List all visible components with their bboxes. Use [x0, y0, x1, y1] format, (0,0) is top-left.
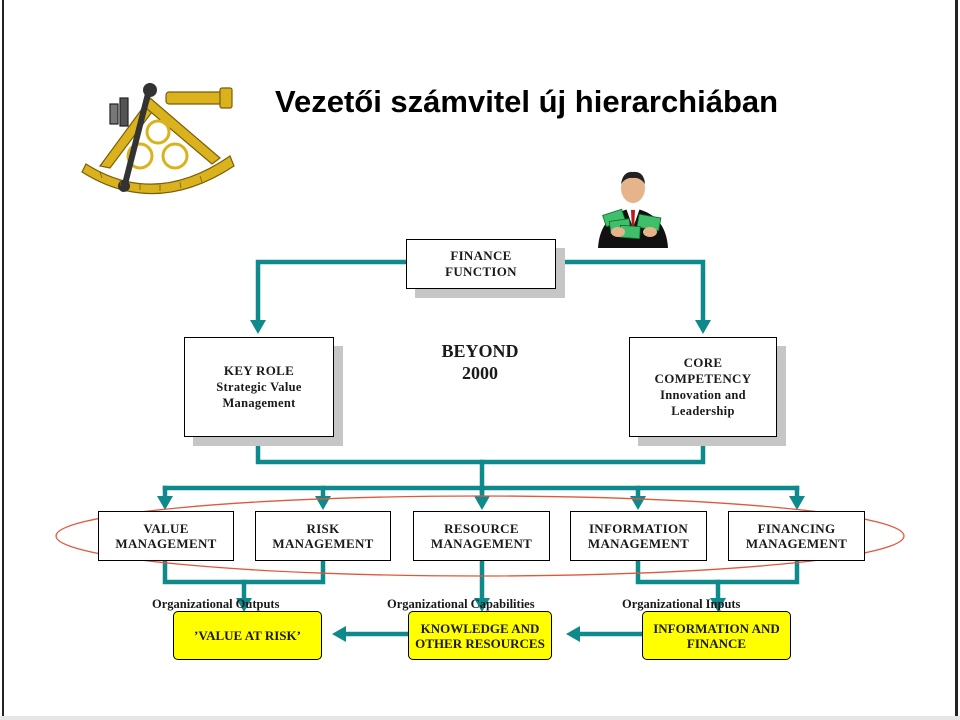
information-management-box: INFORMATION MANAGEMENT	[570, 511, 707, 561]
core-competency-title-2: COMPETENCY	[654, 371, 752, 386]
risk-management-line-1: RISK	[306, 521, 340, 536]
organizational-outputs-label: Organizational Outputs	[152, 597, 280, 611]
risk-management-line-2: MANAGEMENT	[272, 536, 374, 551]
key-role-title: KEY ROLE	[223, 363, 295, 378]
core-competency-line-1: Innovation and	[660, 388, 746, 402]
information-finance-line-1: INFORMATION AND	[653, 620, 780, 636]
finance-function-box: FINANCE FUNCTION	[406, 239, 556, 289]
core-competency-box: CORE COMPETENCY Innovation and Leadershi…	[629, 337, 777, 437]
information-finance-box: INFORMATION AND FINANCE	[642, 611, 791, 660]
value-at-risk-label: ’VALUE AT RISK’	[194, 628, 301, 643]
information-management-line-1: INFORMATION	[588, 521, 689, 536]
key-role-box: KEY ROLE Strategic Value Management	[184, 337, 334, 437]
sextant-icon	[81, 83, 235, 195]
value-at-risk-box: ’VALUE AT RISK’	[173, 611, 322, 660]
core-competency-line-2: Leadership	[671, 404, 735, 418]
financing-management-line-1: FINANCING	[757, 521, 836, 536]
frame-right-border	[955, 0, 958, 720]
knowledge-resources-line-2: OTHER RESOURCES	[415, 635, 545, 651]
value-management-line-2: MANAGEMENT	[115, 536, 217, 551]
resource-management-box: RESOURCE MANAGEMENT	[413, 511, 550, 561]
frame-left-border	[2, 0, 4, 720]
financing-management-box: FINANCING MANAGEMENT	[728, 511, 865, 561]
key-role-line-1: Strategic Value	[216, 380, 302, 394]
key-role-line-2: Management	[222, 396, 296, 410]
beyond-2000-label: BEYOND 2000	[420, 340, 540, 384]
knowledge-resources-line-1: KNOWLEDGE AND	[420, 620, 540, 636]
value-management-box: VALUE MANAGEMENT	[98, 511, 234, 561]
value-management-line-1: VALUE	[143, 521, 189, 536]
center-line-1: BEYOND	[441, 341, 519, 361]
knowledge-resources-box: KNOWLEDGE AND OTHER RESOURCES	[408, 611, 552, 660]
organizational-inputs-label: Organizational Inputs	[622, 597, 741, 611]
information-finance-line-2: FINANCE	[686, 635, 747, 651]
core-competency-title-1: CORE	[683, 355, 723, 370]
risk-management-box: RISK MANAGEMENT	[255, 511, 391, 561]
organizational-capabilities-label: Organizational Capabilities	[387, 597, 535, 611]
financing-management-line-2: MANAGEMENT	[745, 536, 848, 551]
frame-bottom-border	[0, 716, 960, 720]
businessman-with-money-icon	[598, 171, 668, 248]
information-management-line-2: MANAGEMENT	[587, 536, 690, 551]
page-title: Vezetői számvitel új hierarchiában	[275, 84, 779, 119]
resource-management-line-2: MANAGEMENT	[430, 536, 533, 551]
finance-function-line-1: FINANCE	[450, 248, 512, 263]
finance-function-line-2: FUNCTION	[445, 264, 517, 279]
center-line-2: 2000	[462, 363, 498, 383]
resource-management-line-1: RESOURCE	[444, 521, 519, 536]
